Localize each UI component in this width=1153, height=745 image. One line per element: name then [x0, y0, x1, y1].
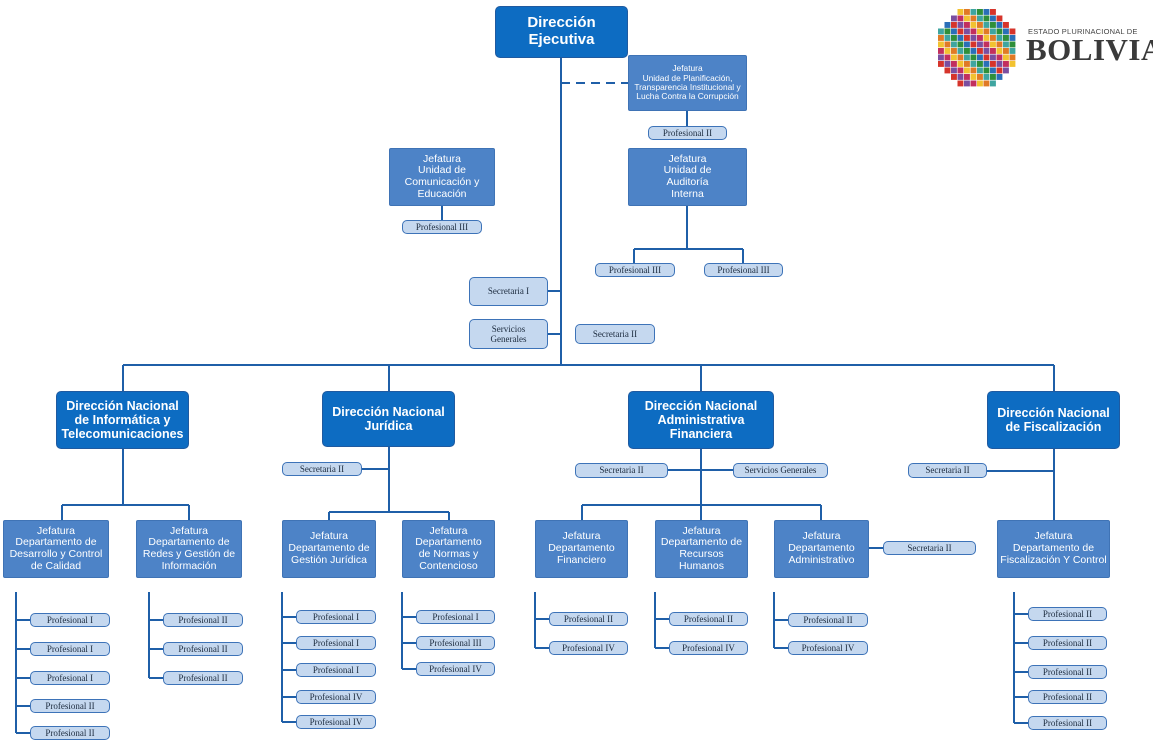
- direccion-ejecutiva[interactable]: Dirección Ejecutiva: [495, 6, 628, 58]
- departamento-rrhh[interactable]: Jefatura Departamento de Recursos Humano…: [655, 520, 748, 578]
- gestion-juridica-profesional[interactable]: Profesional I: [296, 663, 376, 677]
- departamento-redes[interactable]: Jefatura Departamento de Redes y Gestión…: [136, 520, 242, 578]
- juridica-secretaria[interactable]: Secretaria II: [282, 462, 362, 476]
- desarrollo-profesional[interactable]: Profesional I: [30, 671, 110, 685]
- departamento-administrativo-secretaria[interactable]: Secretaria II: [883, 541, 976, 555]
- auditoria-profesional-2[interactable]: Profesional III: [704, 263, 783, 277]
- jefatura-planificacion[interactable]: Jefatura Unidad de Planificación, Transp…: [628, 55, 747, 111]
- desarrollo-profesional[interactable]: Profesional I: [30, 642, 110, 656]
- gestion-juridica-profesional[interactable]: Profesional IV: [296, 715, 376, 729]
- planificacion-profesional[interactable]: Profesional II: [648, 126, 727, 140]
- administrativo-profesional[interactable]: Profesional II: [788, 613, 868, 627]
- redes-profesional[interactable]: Profesional II: [163, 671, 243, 685]
- secretaria-i[interactable]: Secretaria I: [469, 277, 548, 306]
- jefatura-auditoria[interactable]: Jefatura Unidad de Auditoría Interna: [628, 148, 747, 206]
- logo-big-text: BOLIVIA: [1026, 32, 1153, 67]
- desarrollo-profesional[interactable]: Profesional I: [30, 613, 110, 627]
- rrhh-profesional[interactable]: Profesional II: [669, 612, 748, 626]
- departamento-financiero[interactable]: Jefatura Departamento Financiero: [535, 520, 628, 578]
- fiscalizacion-profesional[interactable]: Profesional II: [1028, 690, 1107, 704]
- servicios-generales[interactable]: Servicios Generales: [469, 319, 548, 349]
- direccion-juridica[interactable]: Dirección Nacional Jurídica: [322, 391, 455, 447]
- departamento-desarrollo[interactable]: Jefatura Departamento de Desarrollo y Co…: [3, 520, 109, 578]
- auditoria-profesional-1[interactable]: Profesional III: [595, 263, 675, 277]
- logo-small-text: ESTADO PLURINACIONAL DE: [1028, 27, 1138, 36]
- administrativa-servicios-generales[interactable]: Servicios Generales: [733, 463, 828, 478]
- chakana-emblem-icon: [938, 9, 1016, 87]
- bolivia-logo: ESTADO PLURINACIONAL DE BOLIVIA: [930, 5, 1153, 87]
- gestion-juridica-profesional[interactable]: Profesional IV: [296, 690, 376, 704]
- secretaria-ii[interactable]: Secretaria II: [575, 324, 655, 344]
- departamento-fiscalizacion[interactable]: Jefatura Departamento de Fiscalización Y…: [997, 520, 1110, 578]
- departamento-normas[interactable]: Jefatura Departamento de Normas y Conten…: [402, 520, 495, 578]
- fiscalizacion-profesional[interactable]: Profesional II: [1028, 636, 1107, 650]
- administrativa-secretaria[interactable]: Secretaria II: [575, 463, 668, 478]
- jefatura-comunicacion[interactable]: Jefatura Unidad de Comunicación y Educac…: [389, 148, 495, 206]
- departamento-administrativo[interactable]: Jefatura Departamento Administrativo: [774, 520, 869, 578]
- departamento-gestion-juridica[interactable]: Jefatura Departamento de Gestión Jurídic…: [282, 520, 376, 578]
- fiscalizacion-profesional[interactable]: Profesional II: [1028, 607, 1107, 621]
- financiero-profesional[interactable]: Profesional II: [549, 612, 628, 626]
- administrativo-profesional[interactable]: Profesional IV: [788, 641, 868, 655]
- normas-profesional[interactable]: Profesional IV: [416, 662, 495, 676]
- normas-profesional[interactable]: Profesional I: [416, 610, 495, 624]
- comunicacion-profesional[interactable]: Profesional III: [402, 220, 482, 234]
- fiscalizacion-secretaria[interactable]: Secretaria II: [908, 463, 987, 478]
- normas-profesional[interactable]: Profesional III: [416, 636, 495, 650]
- rrhh-profesional[interactable]: Profesional IV: [669, 641, 748, 655]
- desarrollo-profesional[interactable]: Profesional II: [30, 726, 110, 740]
- direccion-fiscalizacion[interactable]: Dirección Nacional de Fiscalización: [987, 391, 1120, 449]
- fiscalizacion-profesional[interactable]: Profesional II: [1028, 665, 1107, 679]
- desarrollo-profesional[interactable]: Profesional II: [30, 699, 110, 713]
- direccion-informatica[interactable]: Dirección Nacional de Informática y Tele…: [56, 391, 189, 449]
- direccion-administrativa[interactable]: Dirección Nacional Administrativa Financ…: [628, 391, 774, 449]
- fiscalizacion-profesional[interactable]: Profesional II: [1028, 716, 1107, 730]
- gestion-juridica-profesional[interactable]: Profesional I: [296, 610, 376, 624]
- gestion-juridica-profesional[interactable]: Profesional I: [296, 636, 376, 650]
- redes-profesional[interactable]: Profesional II: [163, 613, 243, 627]
- redes-profesional[interactable]: Profesional II: [163, 642, 243, 656]
- financiero-profesional[interactable]: Profesional IV: [549, 641, 628, 655]
